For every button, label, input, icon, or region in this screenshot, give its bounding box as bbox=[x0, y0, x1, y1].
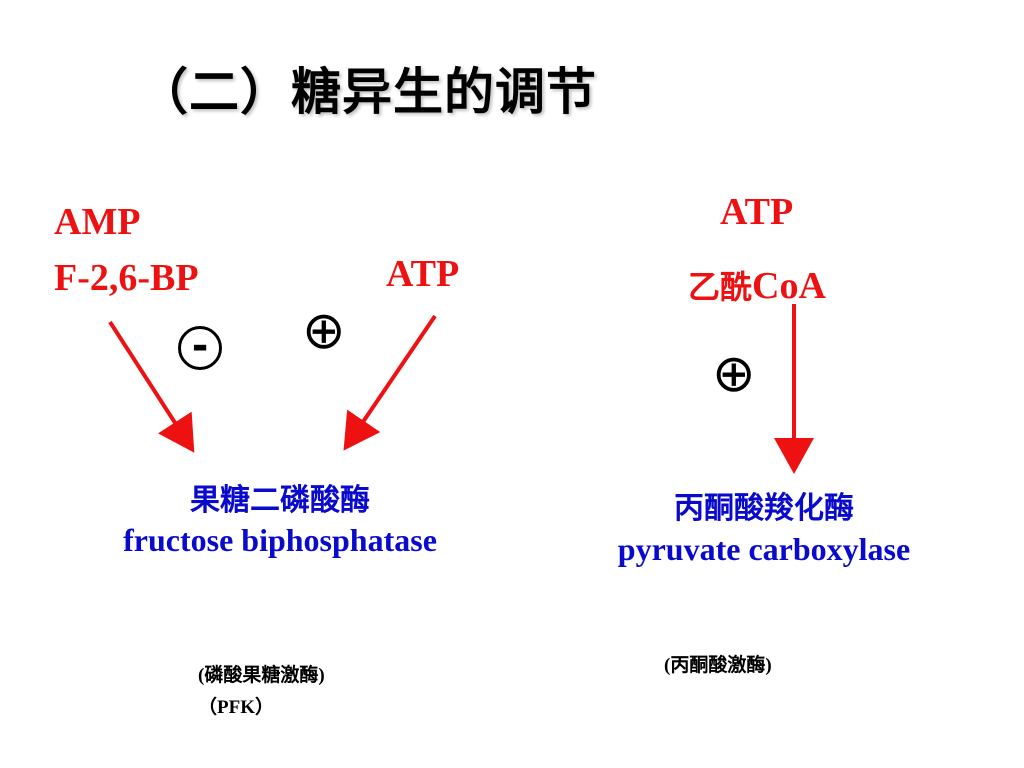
minus-circle-icon: - bbox=[178, 323, 222, 370]
enzyme-fbpase: 果糖二磷酸酶 fructose biphosphatase bbox=[70, 482, 490, 560]
enzyme-pc-cn: 丙酮酸羧化酶 bbox=[674, 491, 854, 526]
enzyme-fbpase-cn: 果糖二磷酸酶 bbox=[190, 483, 370, 518]
enzyme-pc-en: pyruvate carboxylase bbox=[617, 531, 911, 567]
plus-circle-icon-right: ⊕ bbox=[712, 344, 756, 404]
arrow-down-icon-center bbox=[343, 314, 437, 451]
arrow-down-icon-left bbox=[108, 320, 195, 453]
regulator-f26bp: F-2,6-BP bbox=[54, 257, 199, 299]
acetyl-en: CoA bbox=[752, 265, 826, 307]
note-pfk-cn: (磷酸果糖激酶) bbox=[198, 665, 325, 686]
note-pk-cn: (丙酮酸激酶) bbox=[664, 655, 772, 676]
plus-circle-icon: ⊕ bbox=[302, 301, 346, 361]
enzyme-pc: 丙酮酸羧化酶 pyruvate carboxylase bbox=[574, 490, 954, 570]
minus-sign: - bbox=[191, 323, 209, 369]
regulator-amp: AMP bbox=[54, 201, 141, 243]
acetyl-cn: 乙酰 bbox=[688, 268, 753, 306]
page-title: （二）糖异生的调节 bbox=[138, 63, 597, 121]
regulator-atp-left: ATP bbox=[386, 253, 460, 295]
enzyme-fbpase-en: fructose biphosphatase bbox=[123, 522, 437, 558]
regulator-acetyl-coa: 乙酰CoA bbox=[688, 262, 826, 308]
regulator-atp-right: ATP bbox=[720, 191, 794, 233]
note-pfk: （PFK） bbox=[198, 697, 274, 718]
